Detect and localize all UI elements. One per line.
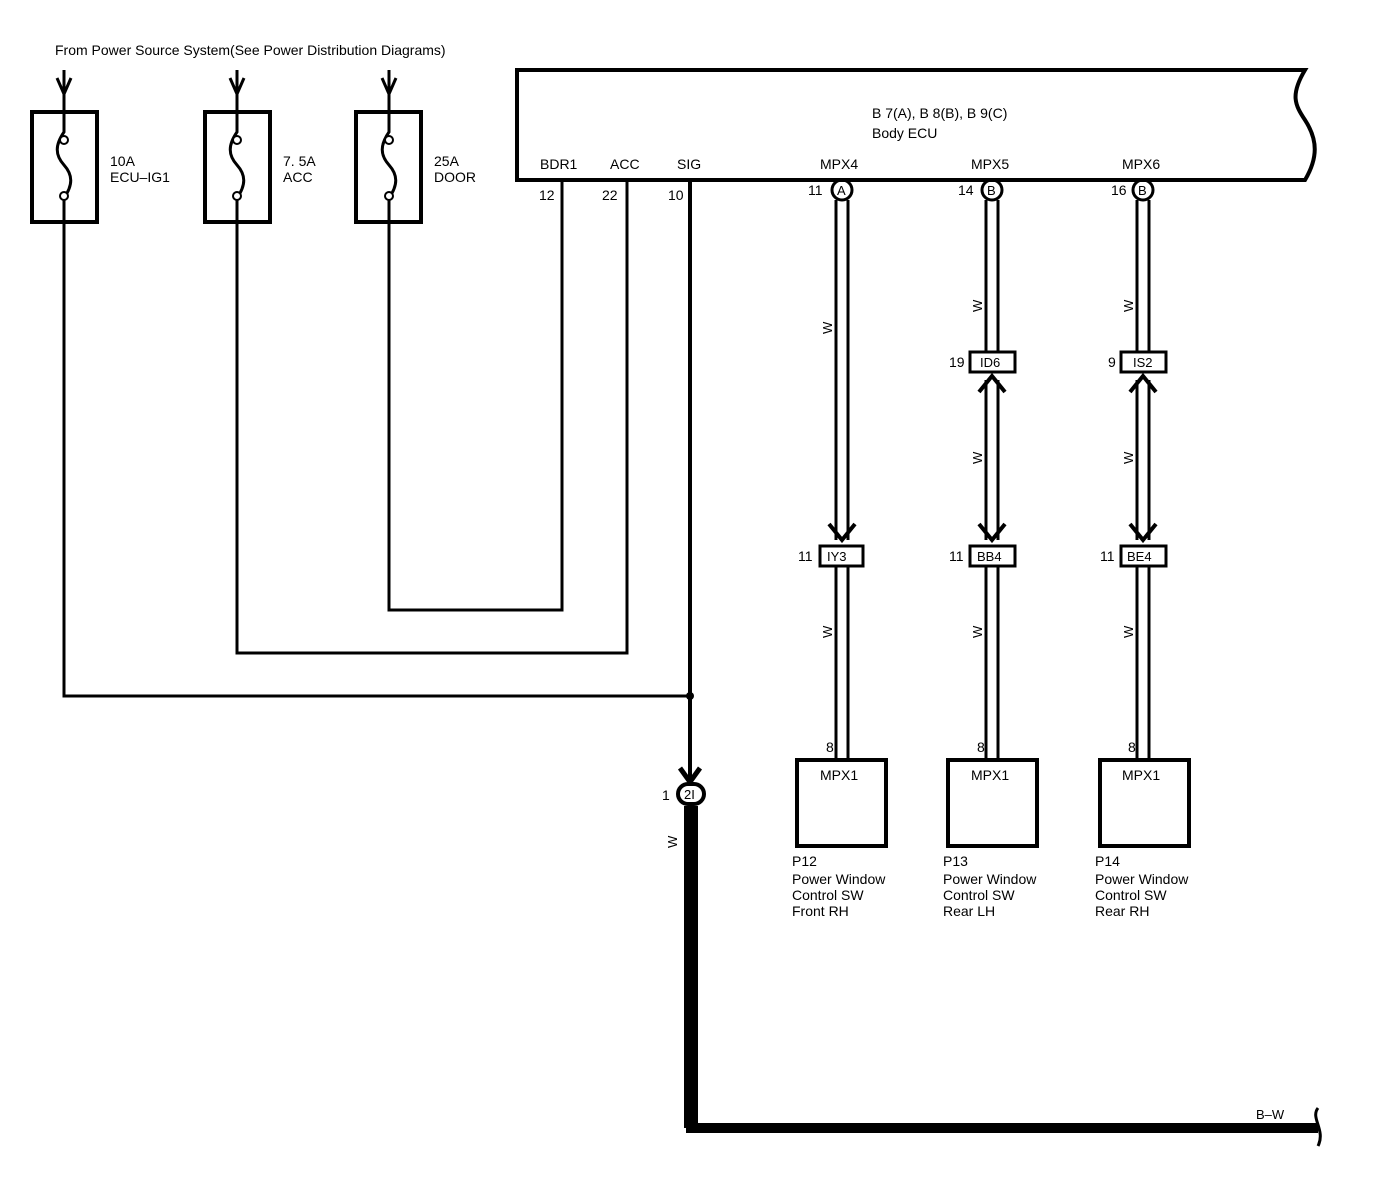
wire-color-label: W bbox=[1121, 451, 1136, 464]
fuse-amp: 7. 5A bbox=[283, 153, 316, 169]
wire-color-label: W bbox=[1121, 299, 1136, 312]
terminal-acc-label: ACC bbox=[610, 156, 640, 172]
connector-letter: A bbox=[837, 183, 846, 198]
pin-number: 11 bbox=[808, 182, 823, 198]
terminal-sig-label: SIG bbox=[677, 156, 701, 172]
junction-pin: 1 bbox=[662, 787, 670, 803]
switch-desc-1: Power Window bbox=[1095, 871, 1189, 887]
fuse-ecu-ig1: 10A ECU–IG1 bbox=[30, 110, 170, 224]
terminal-bdr1-label: BDR1 bbox=[540, 156, 578, 172]
wire-color-label: W bbox=[970, 625, 985, 638]
pin-number: 22 bbox=[602, 187, 618, 203]
fuse-symbol bbox=[55, 112, 73, 222]
junction-label: ID6 bbox=[980, 355, 1000, 370]
wire-break-symbol bbox=[1314, 1107, 1322, 1147]
body-ecu: B 7(A), B 8(B), B 9(C) Body ECU BDR1 ACC… bbox=[515, 68, 1317, 182]
switch-p13: 8 MPX1 P13 Power Window Control SW Rear … bbox=[943, 739, 1039, 919]
switch-desc-2: Control SW bbox=[943, 887, 1015, 903]
ecu-name: Body ECU bbox=[872, 125, 937, 141]
mpx6-circuit: B W IS2 9 W BE4 11 W bbox=[1100, 178, 1168, 760]
pin-number: 10 bbox=[668, 187, 684, 203]
junction-pin: 19 bbox=[949, 354, 965, 370]
wire-color-label: W bbox=[820, 321, 835, 334]
pin-number: 16 bbox=[1111, 182, 1127, 198]
junction-pin: 11 bbox=[949, 548, 964, 564]
switch-pin: 8 bbox=[826, 739, 834, 755]
junction-pin: 9 bbox=[1108, 354, 1116, 370]
wire-color-label: W bbox=[1121, 625, 1136, 638]
fuse-symbol bbox=[228, 112, 246, 222]
switch-terminal: MPX1 bbox=[971, 767, 1009, 783]
fuse-amp: 10A bbox=[110, 153, 136, 169]
fuse-name: ACC bbox=[283, 169, 313, 185]
switch-desc-3: Rear RH bbox=[1095, 903, 1149, 919]
switch-desc-2: Control SW bbox=[1095, 887, 1167, 903]
terminal-mpx4-label: MPX4 bbox=[820, 156, 858, 172]
wire-color-label: W bbox=[970, 451, 985, 464]
switch-desc-3: Rear LH bbox=[943, 903, 995, 919]
wire-color-label: W bbox=[970, 299, 985, 312]
power-wires bbox=[62, 180, 694, 780]
switch-pin: 8 bbox=[1128, 739, 1136, 755]
ground-wire-color: B–W bbox=[1256, 1107, 1285, 1122]
terminal-mpx5-label: MPX5 bbox=[971, 156, 1009, 172]
connector-letter: B bbox=[987, 183, 996, 198]
sig-ground-line: 2I 1 W B–W bbox=[662, 766, 1322, 1147]
fuse-acc: 7. 5A ACC bbox=[203, 110, 316, 224]
connector-letter: B bbox=[1138, 183, 1147, 198]
source-note: From Power Source System(See Power Distr… bbox=[55, 42, 446, 58]
junction-pin: 11 bbox=[1100, 548, 1115, 564]
wire-color-label: W bbox=[665, 835, 680, 848]
switch-desc-3: Front RH bbox=[792, 903, 849, 919]
mpx5-circuit: B W ID6 19 W BB4 11 W bbox=[949, 178, 1017, 760]
wire-color-label: W bbox=[820, 625, 835, 638]
fuse-amp: 25A bbox=[434, 153, 460, 169]
junction-label: BE4 bbox=[1127, 549, 1152, 564]
fuse-door: 25A DOOR bbox=[354, 110, 476, 224]
terminal-mpx6-label: MPX6 bbox=[1122, 156, 1160, 172]
junction-label: IY3 bbox=[827, 549, 847, 564]
junction-label: BB4 bbox=[977, 549, 1002, 564]
junction-pin: 11 bbox=[798, 548, 813, 564]
fuse-symbol bbox=[380, 112, 398, 222]
ecu-connectors: B 7(A), B 8(B), B 9(C) bbox=[872, 105, 1007, 121]
junction-2i-outline bbox=[676, 782, 706, 806]
supply-arrows bbox=[55, 70, 398, 112]
fuse-name: ECU–IG1 bbox=[110, 169, 170, 185]
switch-terminal: MPX1 bbox=[820, 767, 858, 783]
switch-desc-1: Power Window bbox=[943, 871, 1037, 887]
fuse-name: DOOR bbox=[434, 169, 476, 185]
switch-desc-2: Control SW bbox=[792, 887, 864, 903]
switch-pin: 8 bbox=[977, 739, 985, 755]
pin-number: 14 bbox=[958, 182, 974, 198]
junction-label: IS2 bbox=[1133, 355, 1153, 370]
pin-number: 12 bbox=[539, 187, 555, 203]
switch-p14: 8 MPX1 P14 Power Window Control SW Rear … bbox=[1095, 739, 1191, 919]
mpx4-circuit: A W IY3 11 W bbox=[798, 178, 865, 760]
switch-p12: 8 MPX1 P12 Power Window Control SW Front… bbox=[792, 739, 888, 919]
switch-code: P14 bbox=[1095, 853, 1120, 869]
switch-code: P12 bbox=[792, 853, 817, 869]
switch-terminal: MPX1 bbox=[1122, 767, 1160, 783]
switch-desc-1: Power Window bbox=[792, 871, 886, 887]
junction-label: 2I bbox=[684, 787, 695, 802]
ecu-outline bbox=[515, 68, 1317, 182]
switch-code: P13 bbox=[943, 853, 968, 869]
